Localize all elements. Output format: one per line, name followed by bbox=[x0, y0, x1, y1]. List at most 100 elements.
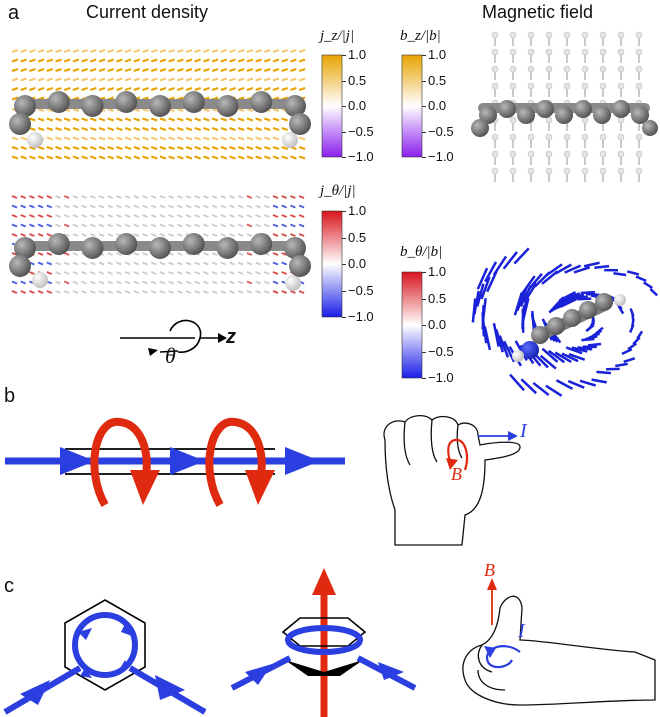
jz-arrow bbox=[237, 58, 245, 63]
jtheta-arrow bbox=[194, 280, 201, 285]
jz-arrow bbox=[55, 58, 62, 63]
jz-arrow bbox=[63, 68, 71, 72]
btheta-arrow bbox=[492, 323, 500, 347]
carbon-atom bbox=[536, 100, 554, 118]
jtheta-arrow bbox=[124, 214, 131, 218]
jz-arrow bbox=[185, 146, 193, 150]
btheta-arrow bbox=[587, 342, 602, 347]
colorbar-tick-mark bbox=[342, 55, 346, 56]
jtheta-arrow bbox=[142, 233, 148, 237]
carbon-atom bbox=[47, 91, 70, 113]
jz-arrow bbox=[290, 155, 297, 160]
jz-arrow bbox=[63, 136, 71, 141]
jtheta-arrow bbox=[246, 252, 253, 256]
jtheta-arrow bbox=[298, 223, 305, 228]
btheta-arrow bbox=[556, 297, 574, 310]
colorbar-tick-mark bbox=[342, 264, 346, 265]
jtheta-arrow bbox=[263, 195, 270, 199]
btheta-arrow bbox=[563, 292, 581, 301]
right-hand-thumb-up bbox=[462, 595, 656, 706]
jtheta-arrow bbox=[55, 204, 61, 209]
jz-arrow bbox=[98, 49, 106, 53]
bz-arrow-head bbox=[599, 150, 607, 158]
jtheta-arrow bbox=[203, 252, 209, 256]
jtheta-arrow bbox=[63, 261, 70, 266]
btheta-arrow bbox=[577, 346, 593, 351]
carbon-atom bbox=[250, 233, 273, 255]
jz-arrow bbox=[229, 58, 236, 63]
jz-arrow bbox=[237, 136, 245, 141]
jz-arrow bbox=[211, 49, 219, 53]
jtheta-arrow bbox=[229, 195, 235, 199]
jtheta-arrow bbox=[124, 204, 131, 209]
jz-arrow bbox=[11, 77, 19, 82]
jz-arrow bbox=[116, 87, 123, 91]
jtheta-arrow bbox=[176, 252, 183, 256]
jtheta-arrow bbox=[20, 214, 27, 218]
jz-arrow bbox=[11, 96, 19, 101]
jtheta-arrow bbox=[72, 233, 79, 237]
bz-arrow-head bbox=[527, 82, 535, 90]
jz-arrow bbox=[203, 87, 210, 91]
panel-b-wire-diagram bbox=[5, 417, 345, 507]
btheta-arrow bbox=[486, 270, 498, 293]
jtheta-arrow bbox=[37, 261, 44, 266]
right-hand-thumb-right bbox=[383, 415, 521, 546]
jtheta-arrow bbox=[229, 233, 235, 237]
jtheta-arrow bbox=[107, 195, 114, 199]
jtheta-arrow bbox=[63, 252, 70, 256]
colorbar-tick-label: −0.5 bbox=[428, 123, 454, 139]
jtheta-arrow bbox=[37, 290, 44, 294]
jz-arrow bbox=[37, 49, 45, 53]
jtheta-arrow bbox=[263, 214, 270, 218]
jz-arrow bbox=[298, 146, 306, 150]
jz-arrow bbox=[272, 77, 280, 82]
colorbar-tick-mark bbox=[422, 325, 426, 326]
jtheta-arrow bbox=[176, 280, 183, 285]
jz-arrow bbox=[133, 77, 141, 82]
jtheta-arrow bbox=[246, 204, 253, 209]
jz-arrow bbox=[89, 136, 97, 141]
btheta-arrow bbox=[545, 384, 563, 397]
jz-arrow bbox=[255, 77, 262, 82]
jtheta-arrow bbox=[237, 252, 244, 256]
bz-arrow-head bbox=[509, 116, 517, 124]
jtheta-arrow bbox=[107, 252, 114, 256]
jtheta-arrow bbox=[116, 261, 122, 266]
jz-arrow bbox=[11, 49, 19, 53]
colorbar-tick-label: −0.5 bbox=[348, 282, 374, 298]
jz-arrow bbox=[150, 87, 158, 91]
jz-arrow bbox=[81, 136, 88, 141]
jz-arrow bbox=[46, 58, 54, 63]
btheta-arrow bbox=[627, 342, 638, 351]
jz-arrow bbox=[107, 136, 115, 141]
jz-arrow bbox=[220, 77, 228, 82]
jz-arrow bbox=[37, 77, 45, 82]
jz-arrow bbox=[37, 108, 45, 112]
bz-arrow-head bbox=[599, 133, 607, 141]
jz-arrow bbox=[263, 146, 271, 150]
jz-arrow bbox=[46, 127, 54, 131]
btheta-arrow bbox=[579, 379, 597, 387]
jz-arrow bbox=[246, 108, 254, 112]
jz-arrow bbox=[63, 155, 71, 160]
jz-arrow bbox=[116, 136, 123, 141]
carbon-atom bbox=[115, 91, 138, 113]
jtheta-arrow bbox=[246, 271, 253, 275]
jtheta-arrow bbox=[281, 261, 288, 266]
jz-arrow bbox=[185, 87, 193, 91]
jtheta-arrow bbox=[98, 261, 105, 266]
jz-arrow bbox=[37, 117, 45, 122]
jtheta-arrow bbox=[168, 261, 174, 266]
jtheta-arrow bbox=[176, 233, 183, 237]
jtheta-arrow bbox=[72, 214, 79, 218]
jz-arrow bbox=[272, 146, 280, 150]
jtheta-arrow bbox=[116, 195, 122, 199]
jz-arrow bbox=[272, 117, 280, 122]
jtheta-arrow bbox=[98, 290, 105, 294]
jtheta-arrow bbox=[142, 261, 148, 266]
jz-arrow bbox=[281, 58, 289, 63]
jtheta-arrow bbox=[133, 271, 140, 275]
jz-arrow bbox=[11, 136, 19, 141]
jtheta-arrow bbox=[55, 271, 61, 275]
